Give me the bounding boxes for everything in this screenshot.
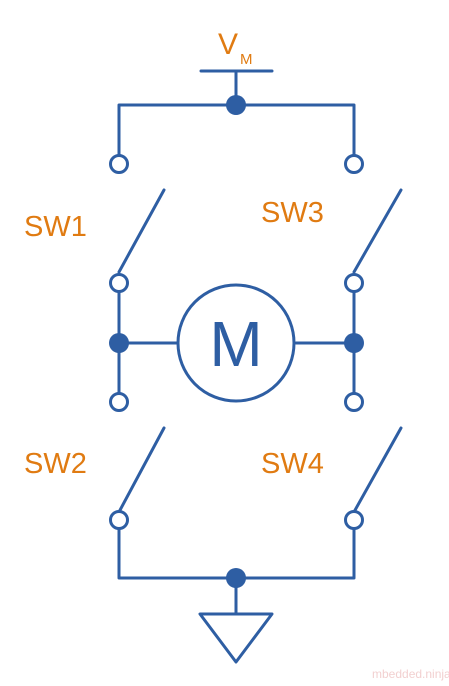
sw3-blade: [352, 188, 403, 274]
sw2-label: SW2: [24, 448, 87, 480]
watermark-text: mbedded.ninja: [372, 667, 449, 681]
sw1-top-terminal: [109, 154, 129, 174]
supply-label-subscript: M: [240, 51, 253, 68]
sw4-label: SW4: [261, 448, 324, 480]
motor-symbol: [176, 283, 296, 403]
sw4-blade: [352, 426, 403, 514]
sw1-label: SW1: [24, 211, 87, 243]
sw4-bottom-terminal: [344, 510, 364, 530]
sw2-top-terminal: [109, 392, 129, 412]
sw1-blade: [117, 188, 166, 274]
sw3-top-terminal: [344, 154, 364, 174]
ground-symbol: [198, 612, 274, 664]
sw2-bottom-terminal: [109, 510, 129, 530]
supply-label: V: [218, 28, 238, 61]
sw2-blade: [117, 426, 166, 514]
motor-label: M: [209, 308, 262, 380]
right-mid-junction: [344, 333, 364, 353]
left-mid-junction: [109, 333, 129, 353]
sw4-top-terminal: [344, 392, 364, 412]
sw3-bottom-terminal: [344, 273, 364, 293]
sw3-label: SW3: [261, 197, 324, 229]
sw1-bottom-terminal: [109, 273, 129, 293]
top-junction: [226, 95, 246, 115]
